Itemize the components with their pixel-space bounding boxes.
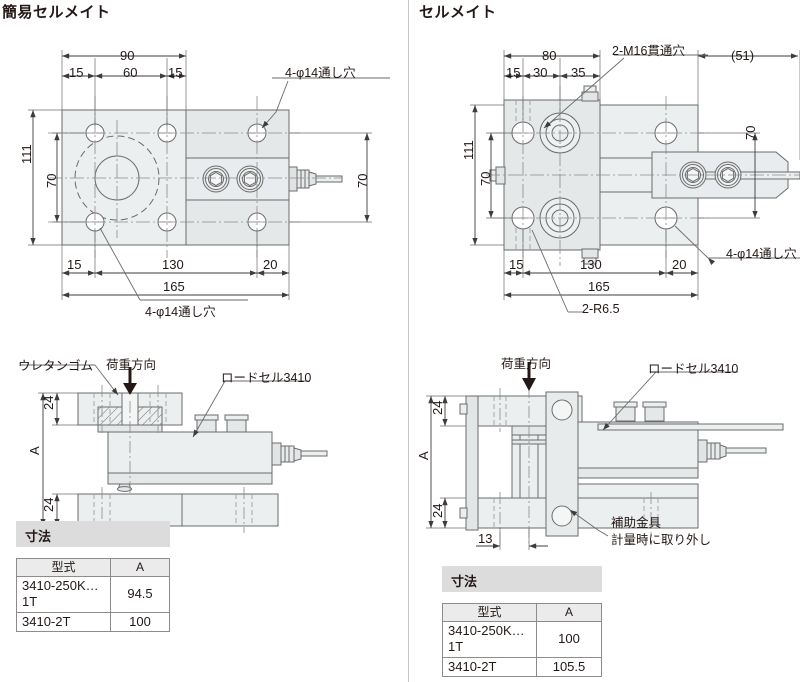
right-table-caption: 寸法: [451, 574, 478, 589]
right-label-bracket-2: 計量時に取り外し: [611, 533, 712, 547]
right-dim-165: 165: [588, 279, 610, 294]
right-dim-35: 35: [571, 65, 586, 80]
left-side-view-drawing: [20, 364, 328, 533]
left-row0-a: 94.5: [110, 576, 170, 613]
left-dimension-table: 型式 A 3410-250K…1T 94.5 3410-2T 100: [16, 558, 170, 632]
right-dim-A: A: [416, 451, 431, 460]
right-dim-20: 20: [672, 257, 687, 272]
right-row1-model: 3410-2T: [442, 656, 537, 677]
left-dim-15a: 15: [69, 65, 84, 80]
table-row: 3410-250K…1T 100: [442, 621, 602, 658]
right-dim-30: 30: [533, 65, 548, 80]
right-dim-80: 80: [542, 48, 557, 63]
right-row1-a: 105.5: [536, 656, 602, 677]
right-dim-130: 130: [580, 257, 602, 272]
left-dim-70-right: 70: [355, 173, 370, 188]
right-note-r65: 2-R6.5: [582, 302, 620, 316]
left-top-view-drawing: [28, 50, 390, 301]
left-row1-a: 100: [110, 611, 170, 632]
left-note-holes-top: 4-φ14通し穴: [285, 66, 356, 80]
left-row0-model: 3410-250K…1T: [16, 576, 111, 613]
right-th-model: 型式: [442, 603, 537, 622]
right-dim-24-bottom: 24: [430, 503, 445, 518]
table-row: 3410-2T 100: [16, 611, 170, 632]
left-dim-24-top: 24: [41, 395, 56, 410]
left-dim-60: 60: [123, 65, 138, 80]
left-panel: 簡易セルメイト: [2, 4, 390, 632]
left-dim-111: 111: [19, 144, 34, 164]
right-row0-model: 3410-250K…1T: [442, 621, 537, 658]
right-dimension-table: 型式 A 3410-250K…1T 100 3410-2T 105.5: [442, 603, 602, 677]
right-dim-111: 111: [461, 140, 476, 160]
left-th-model: 型式: [16, 558, 111, 577]
right-label-bracket-1: 補助金具: [611, 516, 662, 530]
left-dim-15b: 15: [168, 65, 183, 80]
left-dim-90: 90: [120, 48, 135, 63]
right-label-load-direction: 荷重方向: [501, 357, 552, 371]
table-row: 3410-250K…1T 94.5: [16, 576, 170, 613]
right-dim-13: 13: [478, 531, 493, 546]
right-row0-a: 100: [536, 621, 602, 658]
left-note-holes-bottom: 4-φ14通し穴: [145, 305, 216, 319]
left-table-caption: 寸法: [25, 529, 52, 544]
right-dim-51: (51): [731, 48, 755, 63]
table-row: 3410-2T 105.5: [442, 656, 602, 677]
right-dim-70-left: 70: [478, 171, 493, 186]
left-dim-20: 20: [263, 257, 278, 272]
panel-divider: [408, 0, 409, 682]
table-header-row: 型式 A: [16, 558, 170, 577]
left-label-loadcell: ロードセル3410: [221, 371, 312, 385]
right-dim-70-right: 70: [743, 125, 758, 140]
left-dim-130: 130: [162, 257, 184, 272]
right-label-loadcell: ロードセル3410: [648, 362, 739, 376]
left-table-band: [16, 521, 170, 547]
left-label-urethane: ウレタンゴム: [18, 359, 94, 373]
left-label-load-direction: 荷重方向: [106, 358, 157, 372]
left-dim-A: A: [27, 446, 42, 455]
table-header-row: 型式 A: [442, 603, 602, 622]
left-th-a: A: [110, 558, 170, 577]
left-dim-165: 165: [163, 279, 185, 294]
right-dim-15a: 15: [506, 65, 521, 80]
right-panel-title: セルメイト: [419, 4, 497, 21]
right-table-band: [442, 566, 602, 592]
left-row1-model: 3410-2T: [16, 611, 111, 632]
right-th-a: A: [536, 603, 602, 622]
right-top-view-drawing: [470, 50, 800, 313]
left-dim-15-bottom: 15: [67, 257, 82, 272]
right-panel: セルメイト: [408, 0, 800, 682]
left-panel-title: 簡易セルメイト: [2, 4, 111, 21]
right-side-view-drawing: [426, 362, 784, 550]
left-dim-24-bottom: 24: [41, 497, 56, 512]
left-dim-70-left: 70: [44, 173, 59, 188]
right-note-m16: 2-M16貫通穴: [612, 44, 685, 58]
right-dim-24-top: 24: [430, 400, 445, 415]
right-dim-15-bottom: 15: [509, 257, 524, 272]
right-note-holes: 4-φ14通し穴: [726, 247, 797, 261]
